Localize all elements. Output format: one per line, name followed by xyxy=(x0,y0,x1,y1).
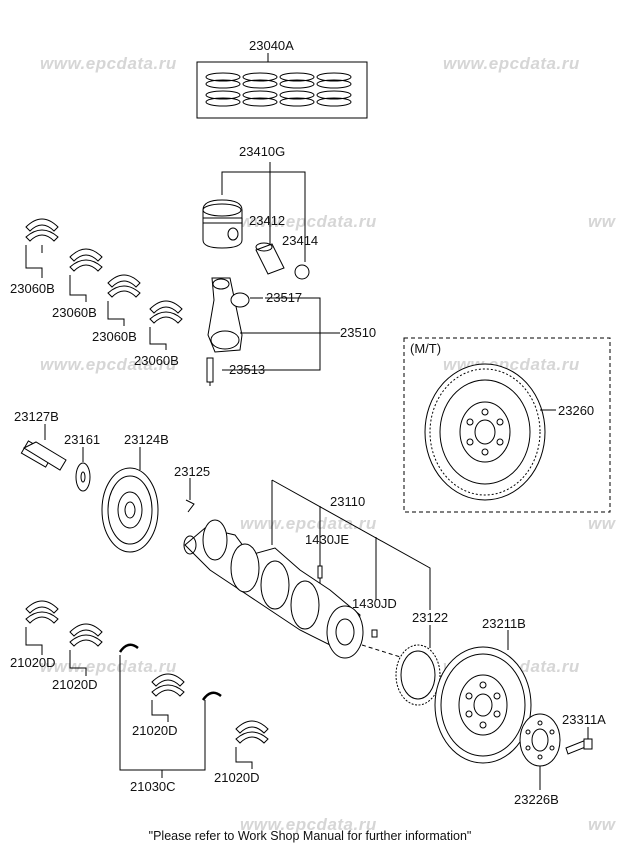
watermark: www.epcdata.ru xyxy=(443,54,580,73)
watermark: www.epcdata.ru xyxy=(240,815,377,834)
bearing-shells-upper xyxy=(25,218,183,350)
footer-note: "Please refer to Work Shop Manual for fu… xyxy=(148,829,472,843)
part-label-main-bearing-4[interactable]: 21020D xyxy=(214,770,260,785)
piston-ring-set xyxy=(196,53,368,119)
part-label-thrust-washer[interactable]: 21030C xyxy=(130,779,176,794)
part-label-adapter-plate[interactable]: 23226B xyxy=(514,792,559,807)
piston-assembly xyxy=(202,162,310,280)
part-label-bearing-2[interactable]: 23060B xyxy=(52,305,97,320)
part-label-pin-jd[interactable]: 1430JD xyxy=(352,596,397,611)
flywheel-assembly xyxy=(403,337,611,513)
part-label-bearing-4[interactable]: 23060B xyxy=(134,353,179,368)
flywheel-bolt xyxy=(565,727,593,755)
watermark-fragment: ww xyxy=(588,212,616,231)
part-label-main-bearing-2[interactable]: 21020D xyxy=(52,677,98,692)
part-label-bearing-1[interactable]: 23060B xyxy=(10,281,55,296)
part-label-main-bearing-1[interactable]: 21020D xyxy=(10,655,56,670)
part-label-pin-je[interactable]: 1430JE xyxy=(305,532,350,547)
watermark: www.epcdata.ru xyxy=(240,212,377,231)
part-label-connecting-rod[interactable]: 23510 xyxy=(340,325,377,340)
watermark: www.epcdata.ru xyxy=(40,657,177,676)
mt-label: (M/T) xyxy=(410,341,442,356)
part-label-snap-ring[interactable]: 23414 xyxy=(282,233,319,248)
part-label-main-bearing-3[interactable]: 21020D xyxy=(132,723,178,738)
part-label-drive-plate[interactable]: 23211B xyxy=(482,616,526,631)
watermark-fragment: ww xyxy=(588,815,616,834)
crankshaft xyxy=(183,479,431,661)
part-label-pulley[interactable]: 23124B xyxy=(124,432,169,447)
watermark: www.epcdata.ru xyxy=(40,54,177,73)
watermark-fragment: ww xyxy=(588,514,616,533)
part-label-ring-gear[interactable]: 23122 xyxy=(412,610,449,625)
ring-gear xyxy=(395,625,441,706)
adapter-plate xyxy=(519,713,561,790)
part-label-bearing-3[interactable]: 23060B xyxy=(92,329,137,344)
pulley-group xyxy=(20,424,195,553)
part-label-rod-bolt[interactable]: 23513 xyxy=(229,362,266,377)
part-label-washer[interactable]: 23161 xyxy=(64,432,101,447)
watermark: www.epcdata.ru xyxy=(40,355,177,374)
part-label-piston-assembly[interactable]: 23410G xyxy=(239,144,286,159)
bearing-shells-lower xyxy=(25,600,269,769)
thrust-washers xyxy=(118,643,222,778)
part-label-crankshaft[interactable]: 23110 xyxy=(330,494,366,509)
part-label-flywheel-bolt[interactable]: 23311A xyxy=(562,712,606,727)
connecting-rod xyxy=(206,277,340,386)
part-label-piston-rings[interactable]: 23040A xyxy=(249,38,294,53)
part-label-crank-bolt[interactable]: 23127B xyxy=(14,409,59,424)
part-label-key[interactable]: 23125 xyxy=(174,464,211,479)
part-label-piston-pin[interactable]: 23412 xyxy=(249,213,286,228)
part-label-flywheel[interactable]: 23260 xyxy=(558,403,595,418)
drive-plate xyxy=(434,630,532,764)
part-label-bush[interactable]: 23517 xyxy=(266,290,303,305)
